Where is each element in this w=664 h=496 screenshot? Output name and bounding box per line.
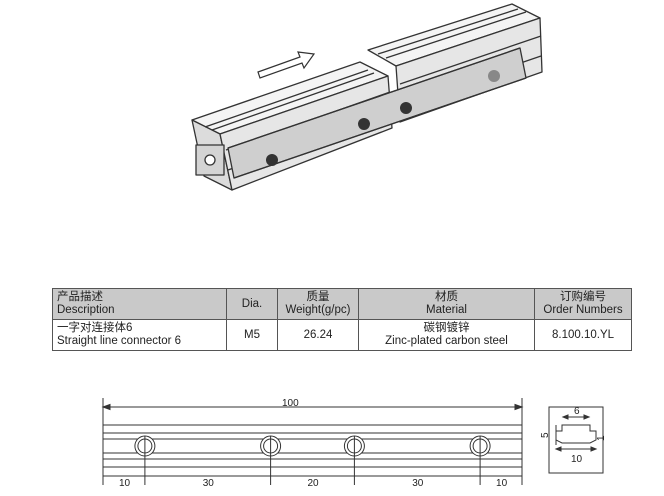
connector-illustration [191,3,543,191]
dim-height: 5 [540,432,551,438]
cell-material: 碳钢镀锌 Zinc-plated carbon steel [358,319,535,351]
direction-arrow-icon [257,51,316,79]
extension-lines [102,436,523,485]
header-dia: Dia. [226,288,278,320]
header-description: 产品描述 Description [52,288,227,320]
dim-step: 1 [596,435,607,441]
dim-segment-4: 30 [412,478,424,489]
cell-dia: M5 [226,319,278,351]
header-order: 订购编号 Order Numbers [534,288,632,320]
cell-weight: 26.24 [277,319,359,351]
technical-drawing: 100 10 30 20 30 10 6 10 5 1 [101,398,607,489]
spec-table-header-row: 产品描述 Description Dia. 质量 Weight(g/pc) 材质… [52,288,632,320]
cell-material-en: Zinc-plated carbon steel [385,335,508,347]
dim-segment-5: 10 [496,478,508,489]
header-description-en: Description [57,304,115,316]
dim-total-length: 100 [282,398,299,409]
cell-order: 8.100.10.YL [534,319,632,351]
header-material-cn: 材质 [435,291,458,303]
header-material: 材质 Material [358,288,535,320]
header-weight: 质量 Weight(g/pc) [277,288,359,320]
cell-description-cn: 一字对连接体6 [57,322,133,334]
dim-bottom-width: 10 [571,454,583,465]
spec-table: 产品描述 Description Dia. 质量 Weight(g/pc) 材质… [52,288,632,351]
cell-description-en: Straight line connector 6 [57,335,182,347]
cell-material-cn: 碳钢镀锌 [423,322,470,334]
header-material-en: Material [426,304,467,316]
cell-description: 一字对连接体6 Straight line connector 6 [52,319,227,351]
dim-segment-1: 10 [119,478,131,489]
header-weight-cn: 质量 [306,291,330,303]
header-order-en: Order Numbers [543,304,623,316]
dim-segment-2: 30 [203,478,215,489]
dim-segment-3: 20 [308,478,320,489]
table-row: 一字对连接体6 Straight line connector 6 M5 26.… [52,319,632,351]
header-weight-en: Weight(g/pc) [285,304,351,316]
header-description-cn: 产品描述 [57,291,103,303]
side-view [548,406,604,474]
dim-top-width: 6 [574,406,580,417]
segment-labels: 10 30 20 30 10 [119,478,508,489]
header-order-cn: 订购编号 [560,291,606,303]
front-view [101,398,524,485]
